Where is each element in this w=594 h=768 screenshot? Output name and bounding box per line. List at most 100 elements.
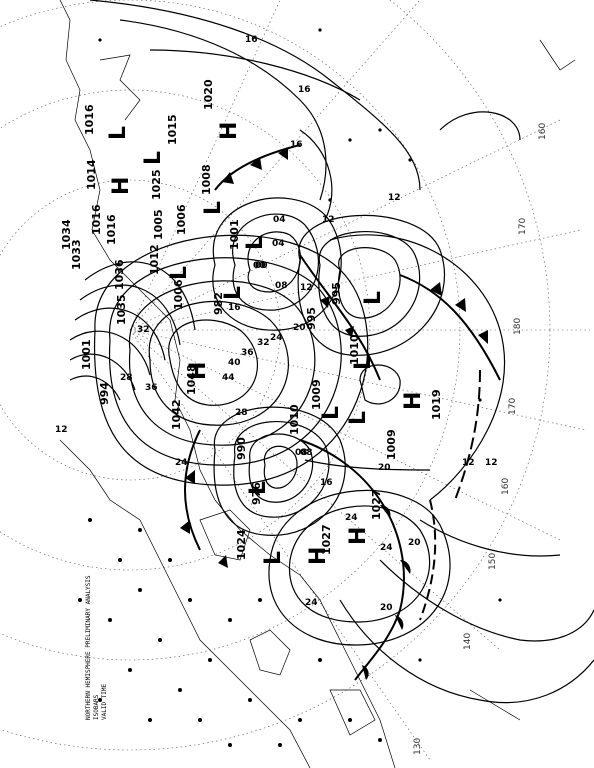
high-center: H <box>306 547 331 565</box>
isobar-label: 36 <box>145 383 158 393</box>
station-plots <box>78 28 502 747</box>
pressure-value: 1036 <box>113 259 126 290</box>
pressure-values: 1015 1020 1008 1006 1005 1001 982 1006 1… <box>60 79 443 560</box>
pressure-value: 1001 <box>80 339 93 370</box>
isobar-labels: 16 16 16 12 12 12 12 08 04 00 08 16 20 2… <box>55 35 498 613</box>
low-center: L <box>201 201 226 215</box>
high-center: H <box>217 122 242 140</box>
isobar-label: 16 <box>245 35 258 45</box>
isobar-label: 20 <box>293 323 306 333</box>
pressure-value: 1015 <box>166 114 179 145</box>
low-center: L <box>351 356 376 370</box>
isobar-label: 16 <box>228 303 241 313</box>
lon-label: 140 <box>463 633 473 650</box>
isobar-label: 36 <box>241 348 254 358</box>
low-center: L <box>106 126 131 140</box>
pressure-value: 1024 <box>235 529 248 560</box>
pressure-value: 990 <box>235 437 248 460</box>
low-center: L <box>346 411 371 425</box>
lon-label: 160 <box>538 123 548 140</box>
pressure-value: 995 <box>330 282 343 305</box>
low-center: L <box>141 151 166 165</box>
pressure-value: 1027 <box>320 524 333 555</box>
isobar-label: 00 <box>253 261 266 271</box>
isobar-label: 12 <box>322 215 335 225</box>
pressure-value: 1042 <box>170 399 183 430</box>
pressure-value: 1035 <box>115 294 128 325</box>
pressure-value: 1012 <box>148 244 161 275</box>
isobar-label: 24 <box>270 333 283 343</box>
pressure-value: 1008 <box>200 164 213 195</box>
isobars <box>69 0 594 704</box>
low-center: L <box>243 236 268 250</box>
high-center: H <box>186 362 211 380</box>
lon-label: 170 <box>508 398 518 415</box>
pressure-value: 1019 <box>430 389 443 420</box>
longitude-labels: 180 170 160 150 140 130 160 170 <box>413 123 548 755</box>
pressure-value: 1009 <box>310 379 323 410</box>
isobar-label: 04 <box>273 215 286 225</box>
lon-label: 170 <box>518 218 528 235</box>
pressure-value: 1020 <box>202 79 215 110</box>
pressure-value: 1010 <box>288 404 301 435</box>
pressure-value: 1016 <box>105 214 118 245</box>
title-block: NORTHERN HEMISPHERE PRELIMINARY ANALYSIS… <box>85 575 108 720</box>
pressure-value: 1005 <box>152 209 165 240</box>
pressure-value: 1016 <box>90 204 103 235</box>
front-symbols <box>180 148 488 680</box>
low-center: L <box>167 266 192 280</box>
isobar-label: 24 <box>305 598 318 608</box>
isobar-label: 16 <box>290 140 303 150</box>
fronts <box>184 144 501 681</box>
isobar-label: 12 <box>388 193 401 203</box>
title-line: ISOBARS <box>93 694 100 720</box>
isobar-label: 04 <box>272 239 285 249</box>
low-center: L <box>361 291 386 305</box>
isobar-label: 12 <box>55 425 68 435</box>
pressure-value: 1009 <box>385 429 398 460</box>
low-center: L <box>319 406 344 420</box>
coastlines <box>59 0 576 768</box>
pressure-value: 1014 <box>85 159 98 190</box>
pressure-value: 976 <box>250 482 263 505</box>
lon-label: 150 <box>488 553 498 570</box>
isobar-label: 24 <box>380 543 393 553</box>
title-line: NORTHERN HEMISPHERE PRELIMINARY ANALYSIS <box>85 575 92 720</box>
low-center: L <box>261 551 286 565</box>
isobar-label: 12 <box>485 458 498 468</box>
pressure-value: 982 <box>212 292 225 315</box>
pressure-value: 1025 <box>150 169 163 200</box>
pressure-value: 1016 <box>83 104 96 135</box>
isobar-label: 32 <box>257 338 270 348</box>
isobar-label: 08 <box>275 281 288 291</box>
isobar-label: 20 <box>380 603 393 613</box>
isobar-label: 08 <box>300 448 313 458</box>
isobar-label: 16 <box>298 85 311 95</box>
title-line: VALID TIME <box>101 683 108 720</box>
high-center: H <box>346 527 371 545</box>
isobar-label: 20 <box>378 463 391 473</box>
lon-label: 180 <box>513 318 523 335</box>
isobar-label: 24 <box>345 513 358 523</box>
isobar-label: 16 <box>320 478 333 488</box>
lon-label: 160 <box>501 478 511 495</box>
pressure-value: 995 <box>305 307 318 330</box>
isobar-label: 24 <box>175 458 188 468</box>
lon-label: 130 <box>413 738 423 755</box>
pressure-value: 1033 <box>70 239 83 270</box>
isobar-label: 44 <box>222 373 235 383</box>
isobar-label: 28 <box>120 373 133 383</box>
pressure-centers: L L L L L L L L L L L L H H H H H H <box>106 122 426 565</box>
isobar-label: 08 <box>295 448 308 458</box>
isobar-label: 00 <box>255 261 268 271</box>
pressure-value: 1048 <box>185 364 198 395</box>
low-center: L <box>246 481 271 495</box>
pressure-value: 1027 <box>370 489 383 520</box>
isobar-label: 12 <box>462 458 475 468</box>
pressure-value: 1001 <box>228 219 241 250</box>
pressure-value: 1006 <box>172 279 185 310</box>
isobar-label: 40 <box>228 358 241 368</box>
high-center: H <box>401 392 426 410</box>
isobar-label: 28 <box>235 408 248 418</box>
